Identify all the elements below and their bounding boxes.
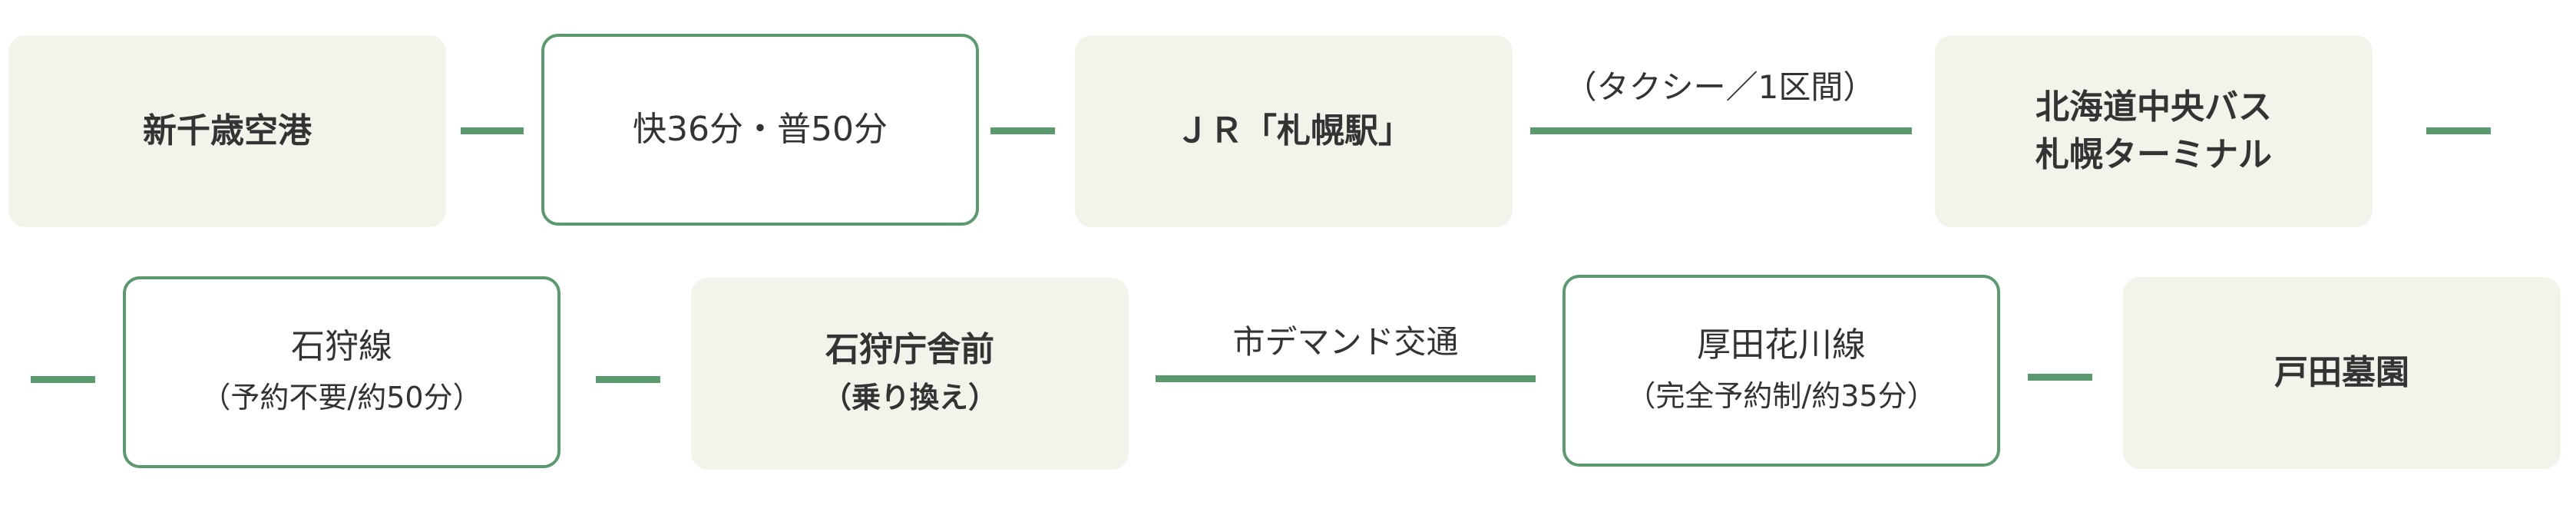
route-name: 石狩線 — [291, 327, 392, 366]
route-note: （完全予約制/約35分） — [1626, 379, 1936, 413]
route-ishikari-line: 石狩線 （予約不要/約50分） — [123, 276, 561, 468]
station-chuo-bus-sapporo-terminal: 北海道中央バス 札幌ターミナル — [1935, 35, 2373, 227]
connector — [2426, 127, 2491, 134]
route-label: 快36分・普50分 — [633, 110, 888, 149]
connector — [990, 127, 1055, 134]
station-ishikari-office: 石狩庁舎前 （乗り換え） — [691, 278, 1129, 470]
station-label: 戸田墓園 — [2274, 353, 2409, 392]
station-note: （乗り換え） — [822, 381, 997, 414]
transfer-line-taxi — [1530, 127, 1912, 134]
station-label: ＪＲ「札幌駅」 — [1176, 111, 1412, 150]
route-atsuta-hanakawa-line: 厚田花川線 （完全予約制/約35分） — [1562, 275, 2000, 467]
station-label-line2: 札幌ターミナル — [2035, 135, 2272, 174]
transfer-label-taxi: （タクシー／1区間） — [1564, 68, 1876, 106]
station-jr-sapporo: ＪＲ「札幌駅」 — [1075, 35, 1513, 227]
station-label: 新千歳空港 — [143, 111, 312, 150]
station-toda-cemetery: 戸田墓園 — [2123, 277, 2561, 469]
route-name: 厚田花川線 — [1697, 325, 1866, 365]
station-new-chitose-airport: 新千歳空港 — [8, 35, 446, 227]
connector — [596, 376, 660, 383]
station-label-line1: 北海道中央バス — [2035, 87, 2272, 127]
station-label: 石狩庁舎前 — [825, 330, 994, 369]
connector — [2028, 374, 2092, 381]
transfer-line-demand — [1156, 375, 1536, 382]
connector — [461, 127, 524, 134]
route-note: （予約不要/約50分） — [201, 381, 482, 414]
route-jr-rapid: 快36分・普50分 — [541, 34, 979, 226]
transfer-label-demand: 市デマンド交通 — [1232, 323, 1459, 361]
connector — [31, 376, 95, 383]
